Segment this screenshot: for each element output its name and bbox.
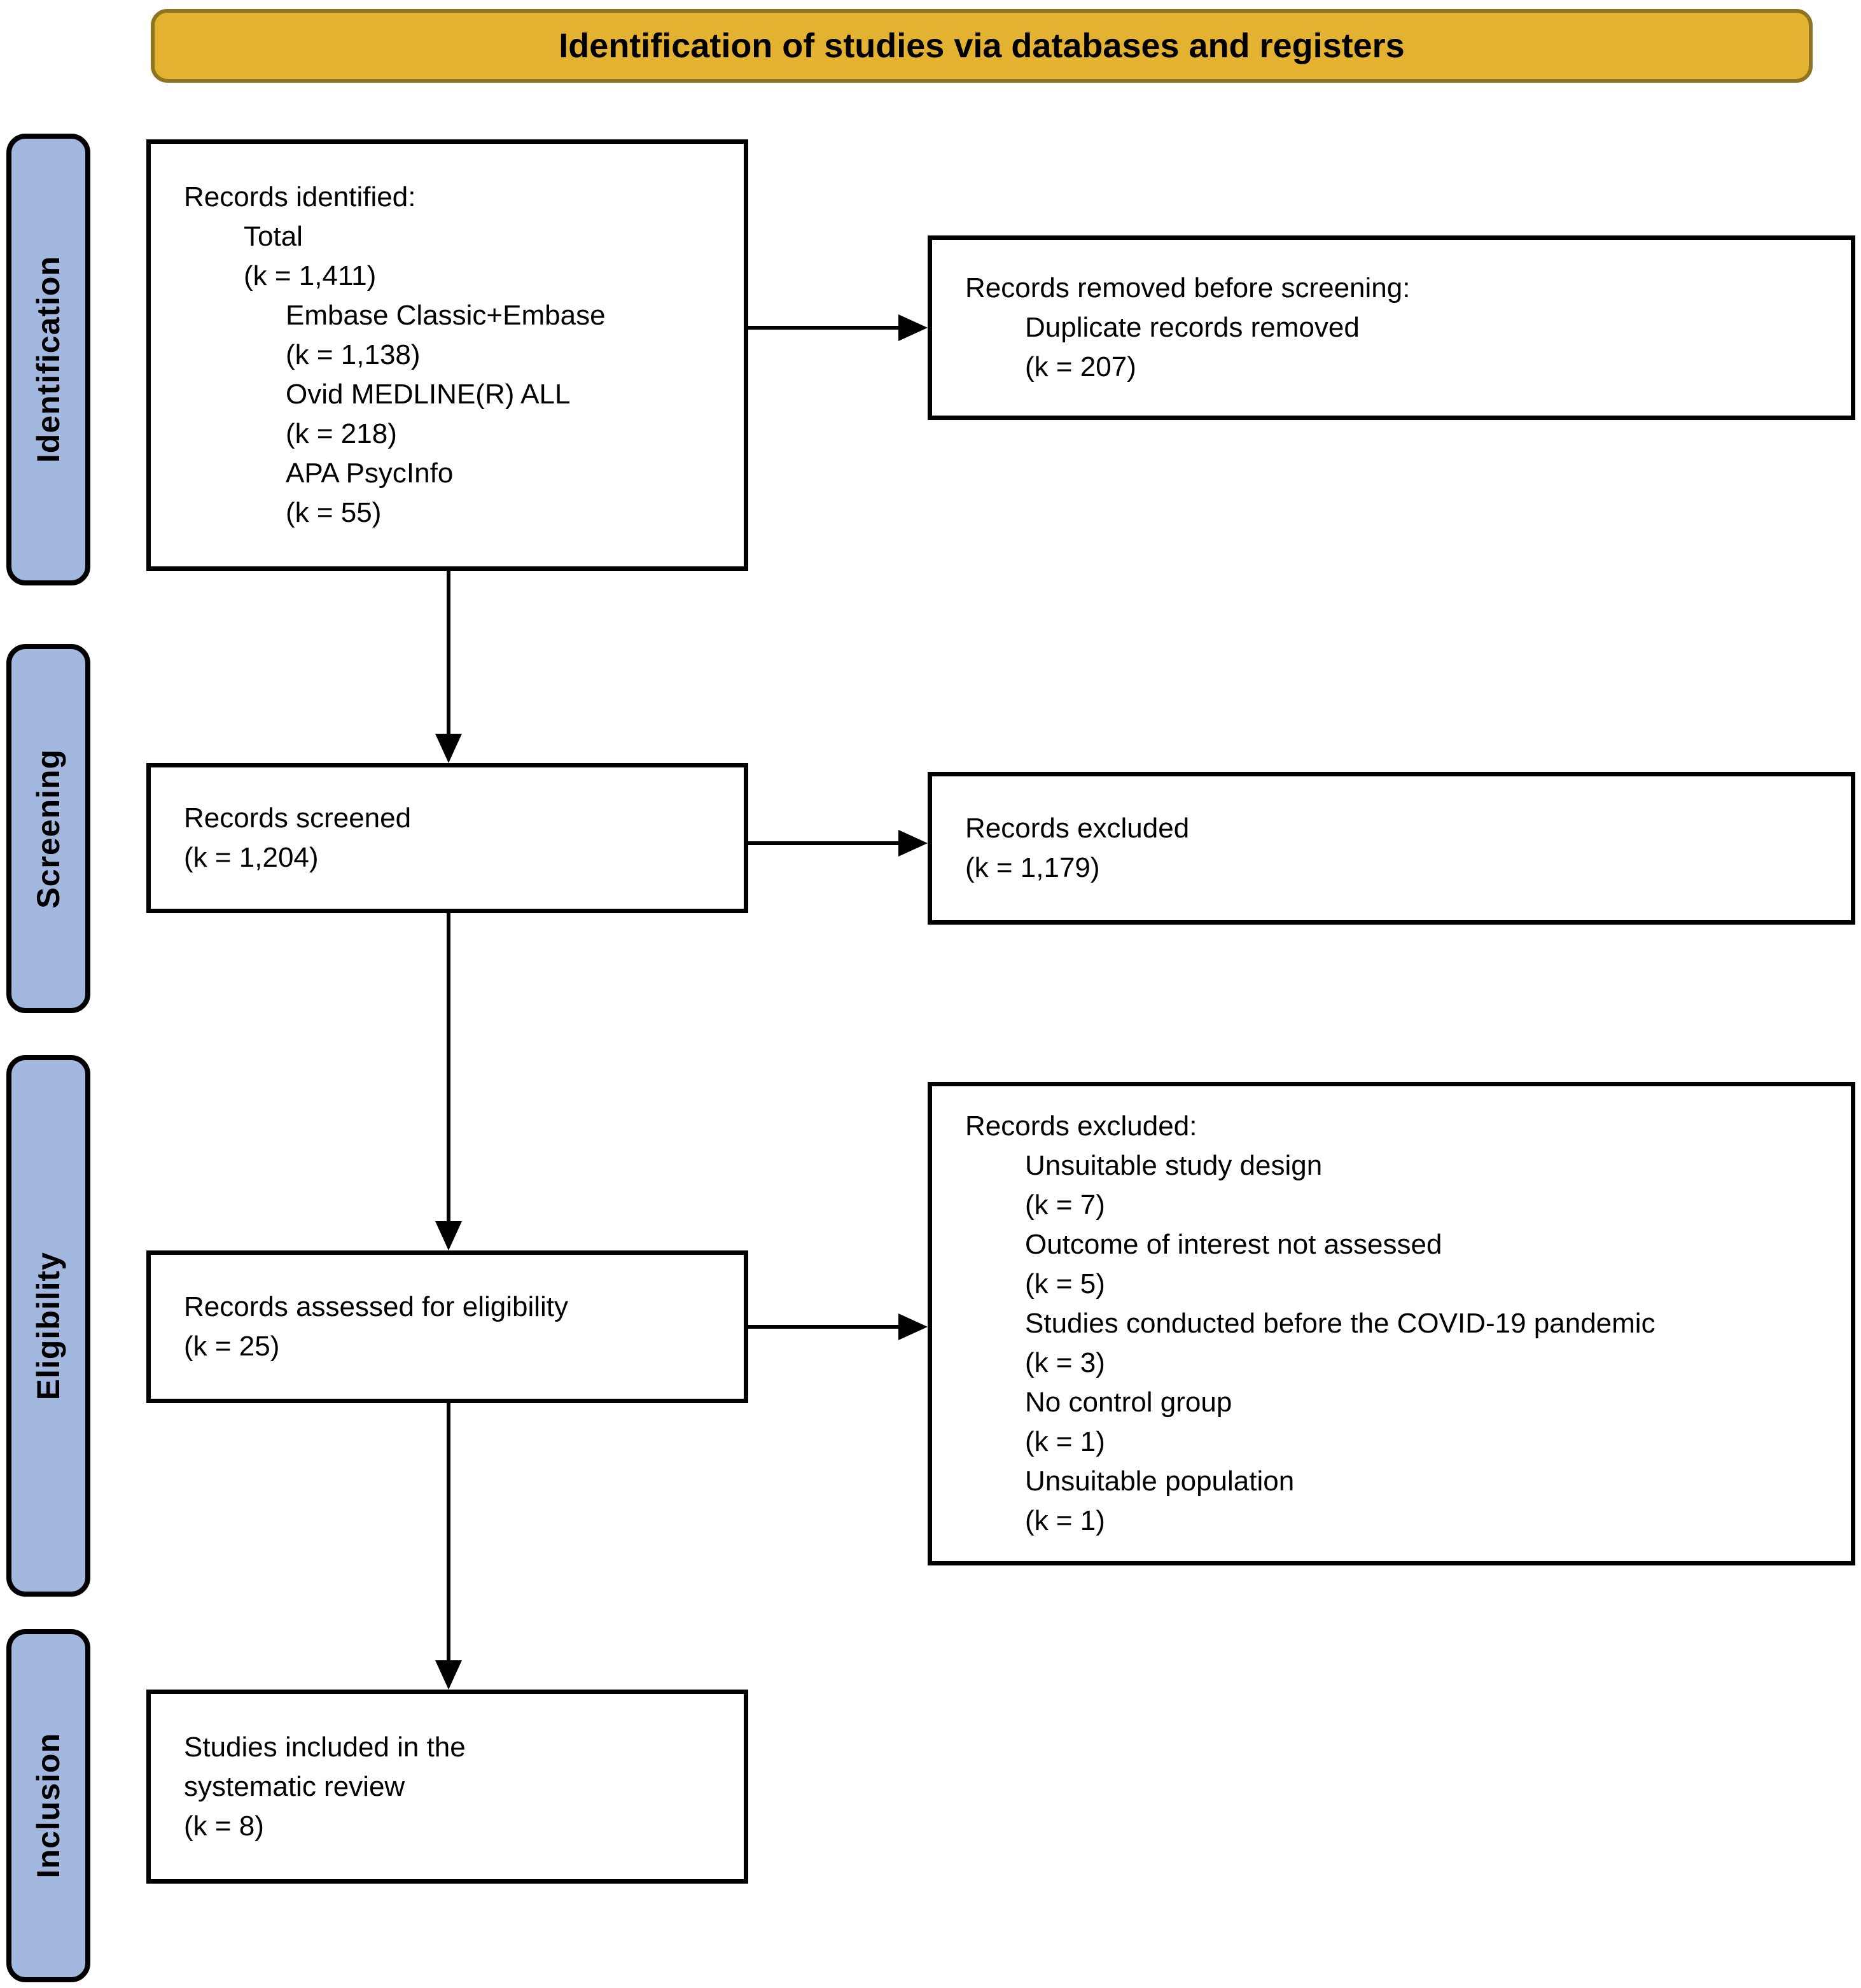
flow-line-screened-to-assessed	[447, 913, 450, 1224]
text-line: (k = 8)	[184, 1810, 264, 1842]
flow-line-identified-to-screened	[447, 571, 450, 738]
text-line: (k = 1,138)	[286, 339, 421, 370]
diagram-title: Identification of studies via databases …	[559, 27, 1405, 65]
text-line: (k = 207)	[1025, 351, 1136, 382]
arrow-right-icon	[898, 1313, 928, 1340]
box-records-assessed-eligibility: Records assessed for eligibility (k = 25…	[146, 1250, 748, 1403]
arrow-down-icon	[435, 734, 462, 763]
text-line: (k = 218)	[286, 418, 397, 449]
text-line: Outcome of interest not assessed	[1025, 1229, 1442, 1260]
arrow-right-icon	[898, 830, 928, 857]
text-line: (k = 5)	[1025, 1268, 1105, 1299]
text-line: (k = 1,204)	[184, 842, 319, 873]
stage-label-text: Identification	[31, 256, 66, 463]
text-line: Embase Classic+Embase	[286, 300, 606, 331]
text-line: systematic review	[184, 1770, 405, 1802]
box-records-excluded-screening: Records excluded (k = 1,179)	[928, 772, 1855, 925]
arrow-down-icon	[435, 1221, 462, 1250]
flow-line-assessed-to-included	[447, 1403, 450, 1663]
text-line: Records excluded	[965, 813, 1190, 844]
text-line: (k = 7)	[1025, 1189, 1105, 1221]
text-line: Studies conducted before the COVID-19 pa…	[1025, 1308, 1655, 1339]
box-records-excluded-eligibility: Records excluded: Unsuitable study desig…	[928, 1082, 1855, 1565]
stage-label-screening: Screening	[6, 644, 90, 1013]
text-line: Records excluded:	[965, 1110, 1197, 1142]
box-records-removed-before-screening: Records removed before screening: Duplic…	[928, 235, 1855, 420]
text-line: Studies included in the	[184, 1731, 466, 1763]
stage-label-text: Screening	[31, 748, 66, 909]
text-line: No control group	[1025, 1387, 1232, 1418]
text-line: Unsuitable population	[1025, 1466, 1295, 1497]
box-records-screened: Records screened (k = 1,204)	[146, 763, 748, 913]
text-line: Records screened	[184, 802, 412, 834]
flow-line-screened-to-excluded	[748, 841, 901, 845]
text-line: (k = 1)	[1025, 1505, 1105, 1536]
stage-label-text: Eligibility	[31, 1251, 66, 1401]
stage-label-inclusion: Inclusion	[6, 1629, 90, 1982]
arrow-down-icon	[435, 1660, 462, 1690]
text-line: Records removed before screening:	[965, 272, 1411, 304]
box-studies-included: Studies included in the systematic revie…	[146, 1690, 748, 1884]
box-records-identified: Records identified: Total (k = 1,411) Em…	[146, 139, 748, 571]
arrow-right-icon	[898, 314, 928, 341]
text-line: (k = 1,411)	[244, 260, 377, 291]
text-line: (k = 25)	[184, 1331, 280, 1362]
text-line: APA PsycInfo	[286, 458, 454, 489]
text-line: Duplicate records removed	[1025, 312, 1360, 343]
text-line: Unsuitable study design	[1025, 1150, 1323, 1181]
flow-line-assessed-to-excluded	[748, 1325, 901, 1329]
text-line: Records assessed for eligibility	[184, 1291, 569, 1322]
text-line: (k = 55)	[286, 497, 382, 528]
text-line: Total	[244, 221, 303, 252]
text-line: Ovid MEDLINE(R) ALL	[286, 379, 571, 410]
stage-label-text: Inclusion	[31, 1733, 66, 1879]
diagram-title-banner: Identification of studies via databases …	[151, 9, 1813, 83]
text-line: (k = 1,179)	[965, 852, 1100, 883]
text-line: (k = 3)	[1025, 1347, 1105, 1378]
text-line: (k = 1)	[1025, 1426, 1105, 1457]
stage-label-eligibility: Eligibility	[6, 1055, 90, 1597]
text-line: Records identified:	[184, 181, 416, 213]
stage-label-identification: Identification	[6, 134, 90, 585]
flow-line-identified-to-removed	[748, 326, 901, 330]
